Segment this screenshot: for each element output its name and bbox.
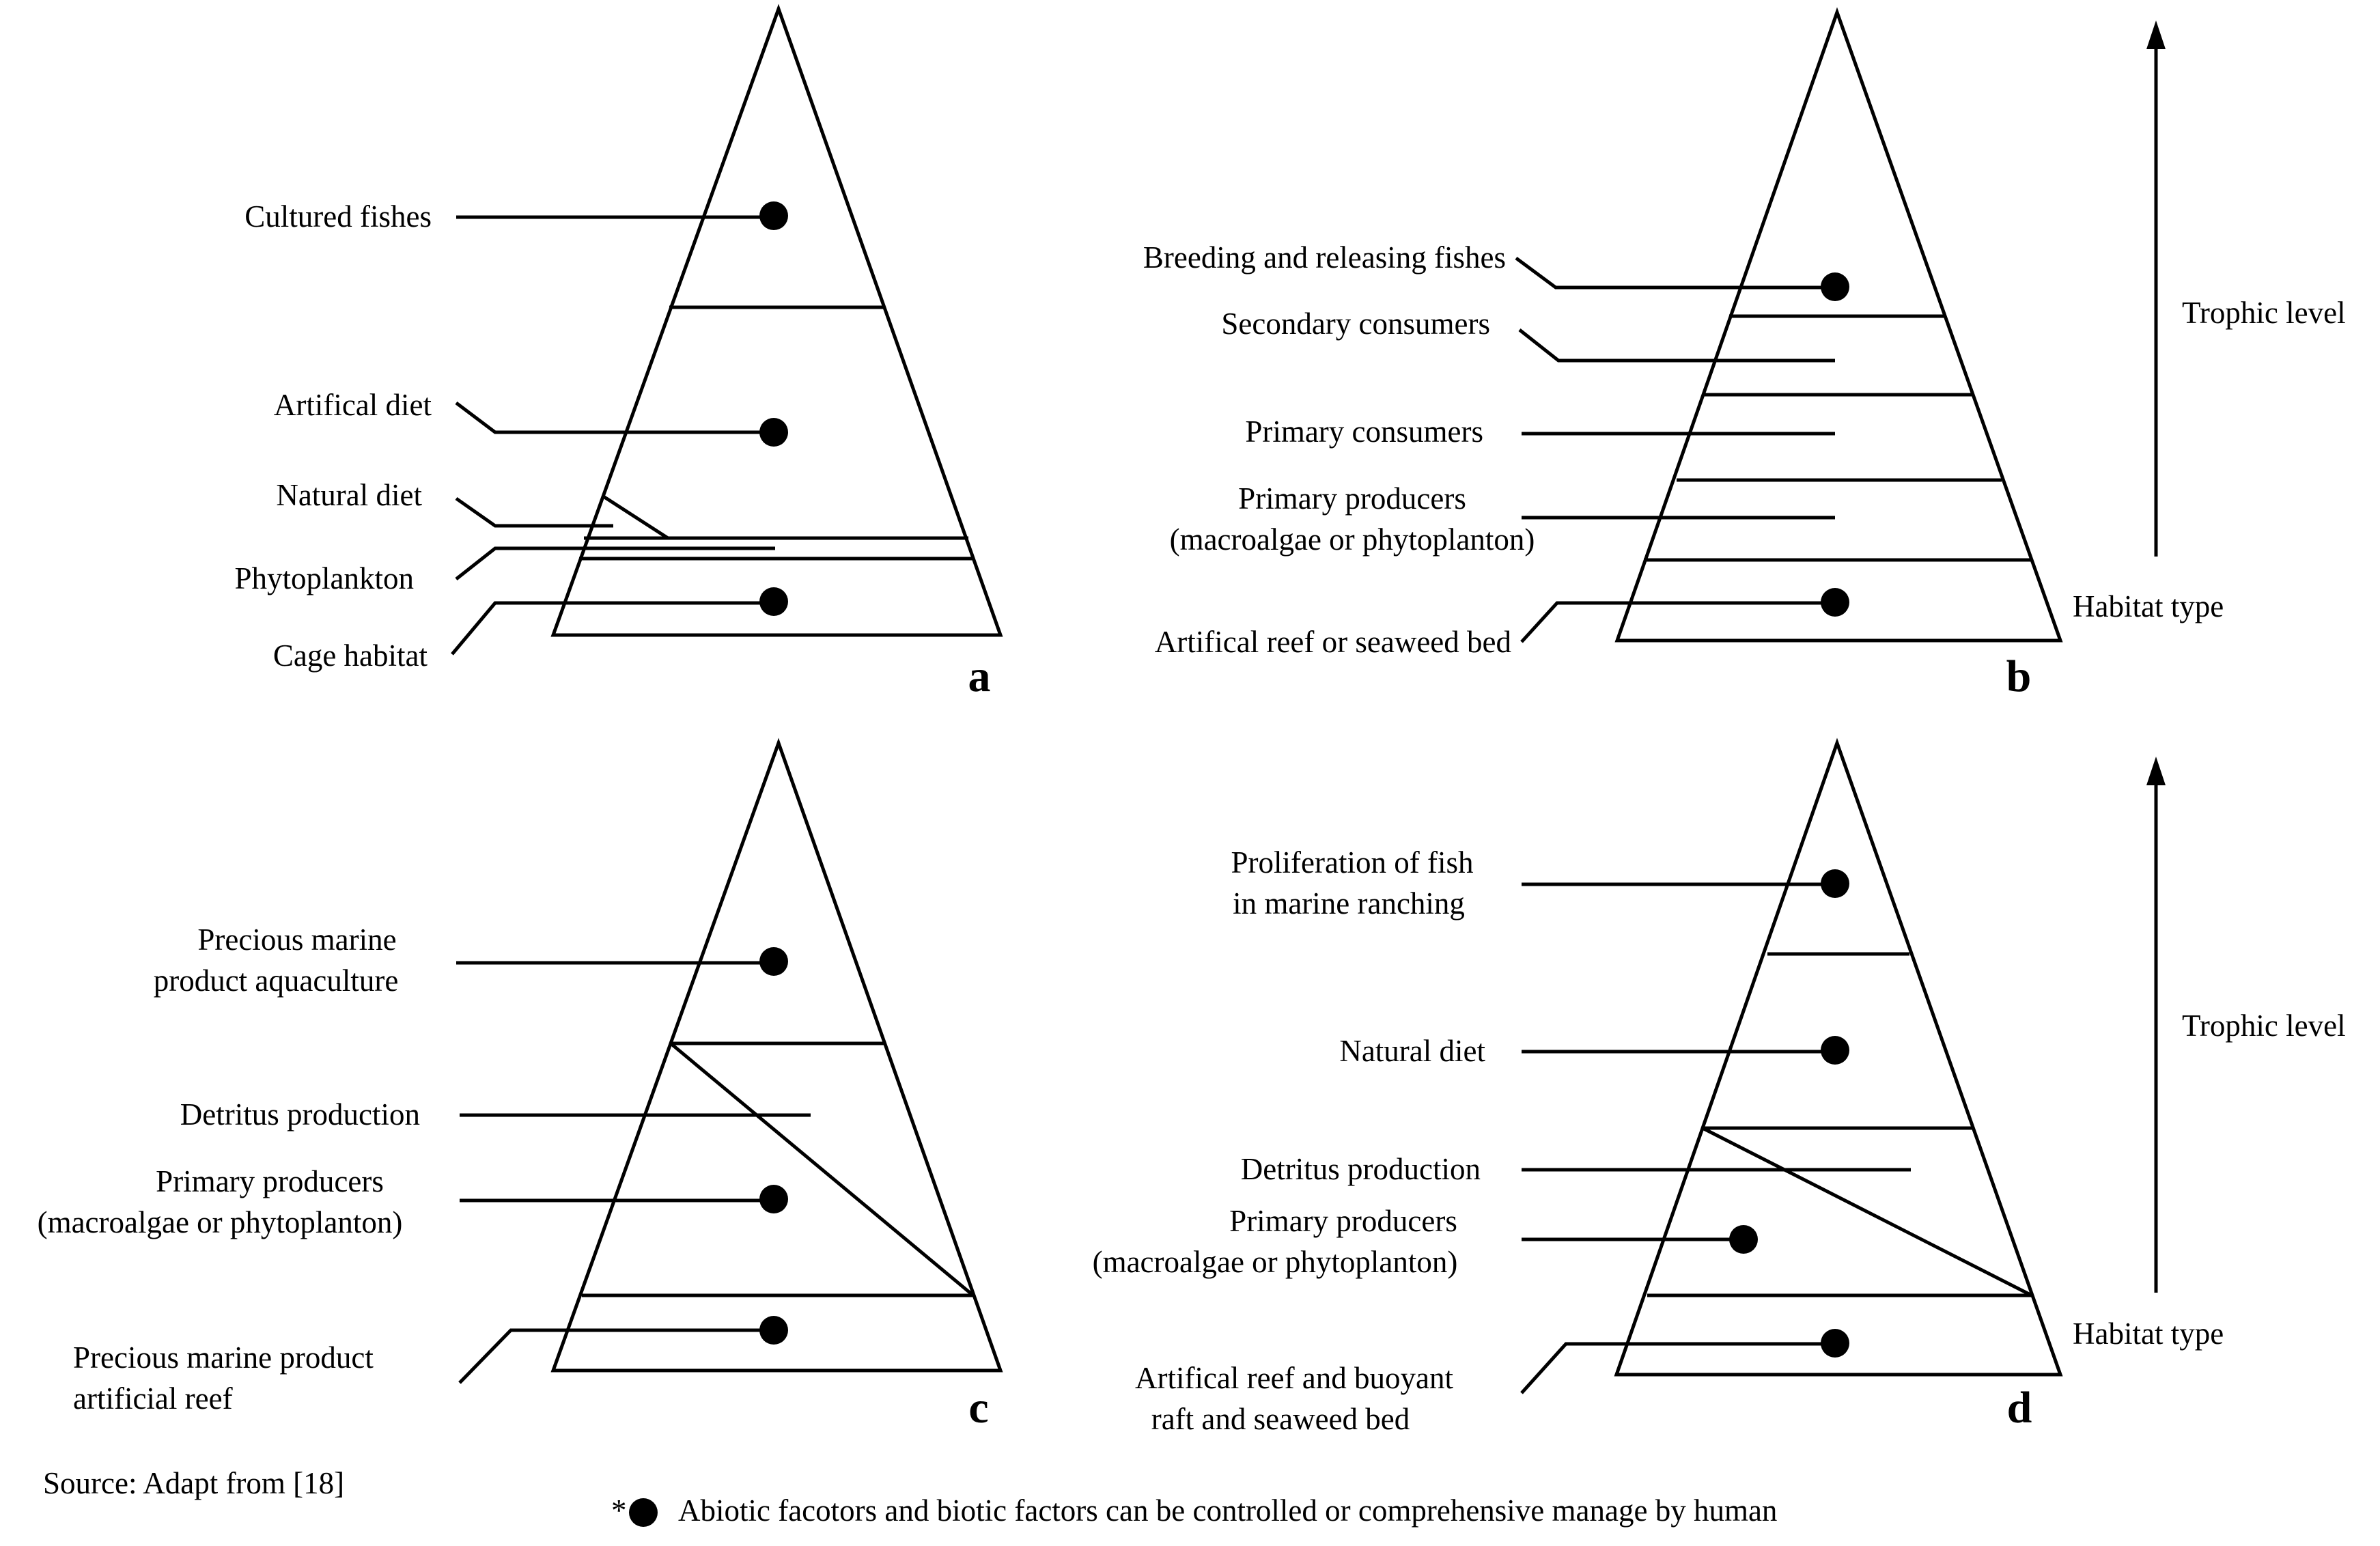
label-b-breeding: Breeding and releasing fishes: [1143, 240, 1506, 275]
arrow-up-icon: [2146, 20, 2166, 49]
pyramid-d: [1614, 737, 2063, 1377]
leader-b-reef: [1520, 601, 1835, 643]
arrow-up-icon: [2146, 757, 2166, 785]
control-dot-a-2: [759, 418, 788, 447]
detritus-diagonal-d: [1701, 1126, 2033, 1297]
footer: Source: Adapt from [18] * Abiotic facoto…: [43, 1466, 1777, 1528]
control-dot-c-3: [759, 1316, 788, 1345]
leader-b-breeding: [1515, 256, 1835, 290]
label-a-artificial-diet: Artifical diet: [274, 388, 432, 422]
label-c-reef-1: Precious marine product: [73, 1340, 374, 1375]
control-dot-a-1: [759, 201, 788, 230]
control-dot-d-2: [1821, 1036, 1849, 1065]
label-b-secondary: Secondary consumers: [1221, 307, 1490, 341]
label-d-detritus: Detritus production: [1241, 1152, 1481, 1186]
control-dot-d-3: [1729, 1225, 1758, 1254]
label-d-reef-2: raft and seaweed bed: [1151, 1402, 1410, 1436]
legend-asterisk: *: [611, 1493, 627, 1528]
control-dot-b-2: [1821, 588, 1849, 617]
label-c-producers-2: (macroalgae or phytoplanton): [38, 1205, 403, 1239]
label-d-reef-1: Artifical reef and buoyant: [1135, 1361, 1454, 1395]
panel-letter-a: a: [968, 651, 991, 701]
leader-a-phytoplankton: [455, 546, 775, 580]
label-d-proliferation-2: in marine ranching: [1233, 886, 1465, 920]
label-c-aquaculture-2: product aquaculture: [154, 964, 399, 998]
panel-d: Proliferation of fish in marine ranching…: [1093, 737, 2346, 1436]
legend-text: Abiotic facotors and biotic factors can …: [678, 1493, 1777, 1528]
leader-a-artificial-diet: [455, 402, 774, 434]
label-c-detritus: Detritus production: [180, 1097, 420, 1132]
leader-a-cage-habitat: [451, 601, 774, 656]
label-b-producers-2: (macroalgae or phytoplanton): [1170, 522, 1535, 557]
label-a-natural-diet: Natural diet: [276, 478, 422, 512]
panel-letter-b: b: [2006, 651, 2032, 701]
label-d-habitat-type: Habitat type: [2073, 1317, 2224, 1351]
label-b-habitat-type: Habitat type: [2073, 589, 2224, 623]
detritus-diagonal-c: [669, 1042, 975, 1297]
panel-b: Breeding and releasing fishes Secondary …: [1143, 7, 2346, 701]
control-dot-d-1: [1821, 869, 1849, 898]
label-d-trophic-level: Trophic level: [2182, 1009, 2346, 1043]
panel-c: Precious marine product aquaculture Detr…: [38, 737, 1003, 1433]
label-d-proliferation-1: Proliferation of fish: [1231, 845, 1474, 880]
control-dot-c-1: [759, 947, 788, 976]
label-b-reef: Artifical reef or seaweed bed: [1155, 625, 1511, 659]
label-b-producers-1: Primary producers: [1238, 481, 1466, 516]
panel-a: Cultured fishes Artifical diet Natural d…: [234, 3, 1003, 701]
pyramid-a: [550, 3, 1003, 637]
label-b-trophic-level: Trophic level: [2182, 296, 2346, 330]
label-c-producers-1: Primary producers: [156, 1164, 384, 1198]
source-note: Source: Adapt from [18]: [43, 1466, 344, 1500]
leader-b-secondary: [1518, 328, 1835, 363]
pyramid-c: [550, 737, 1003, 1373]
label-d-natural-diet: Natural diet: [1339, 1034, 1485, 1068]
label-a-cultured-fishes: Cultured fishes: [244, 199, 432, 234]
control-dot-d-4: [1821, 1329, 1849, 1358]
label-a-cage-habitat: Cage habitat: [273, 638, 428, 673]
leader-a-natural-diet-slant: [601, 494, 669, 540]
label-c-aquaculture-1: Precious marine: [197, 923, 396, 957]
label-c-reef-2: artificial reef: [73, 1381, 233, 1416]
label-a-phytoplankton: Phytoplankton: [234, 561, 414, 595]
panel-letter-c: c: [968, 1383, 988, 1433]
label-d-producers-2: (macroalgae or phytoplanton): [1093, 1245, 1458, 1279]
label-b-primary-consumers: Primary consumers: [1245, 414, 1483, 449]
control-dot-b-1: [1821, 272, 1849, 301]
legend-dot-icon: [629, 1498, 658, 1527]
label-d-producers-1: Primary producers: [1229, 1204, 1457, 1238]
control-dot-a-3: [759, 587, 788, 616]
leader-c-reef: [458, 1328, 774, 1384]
leader-a-natural-diet: [455, 496, 613, 528]
control-dot-c-2: [759, 1185, 788, 1213]
pyramid-b: [1614, 7, 2063, 643]
leader-d-reef: [1520, 1342, 1835, 1394]
panel-letter-d: d: [2007, 1383, 2032, 1433]
